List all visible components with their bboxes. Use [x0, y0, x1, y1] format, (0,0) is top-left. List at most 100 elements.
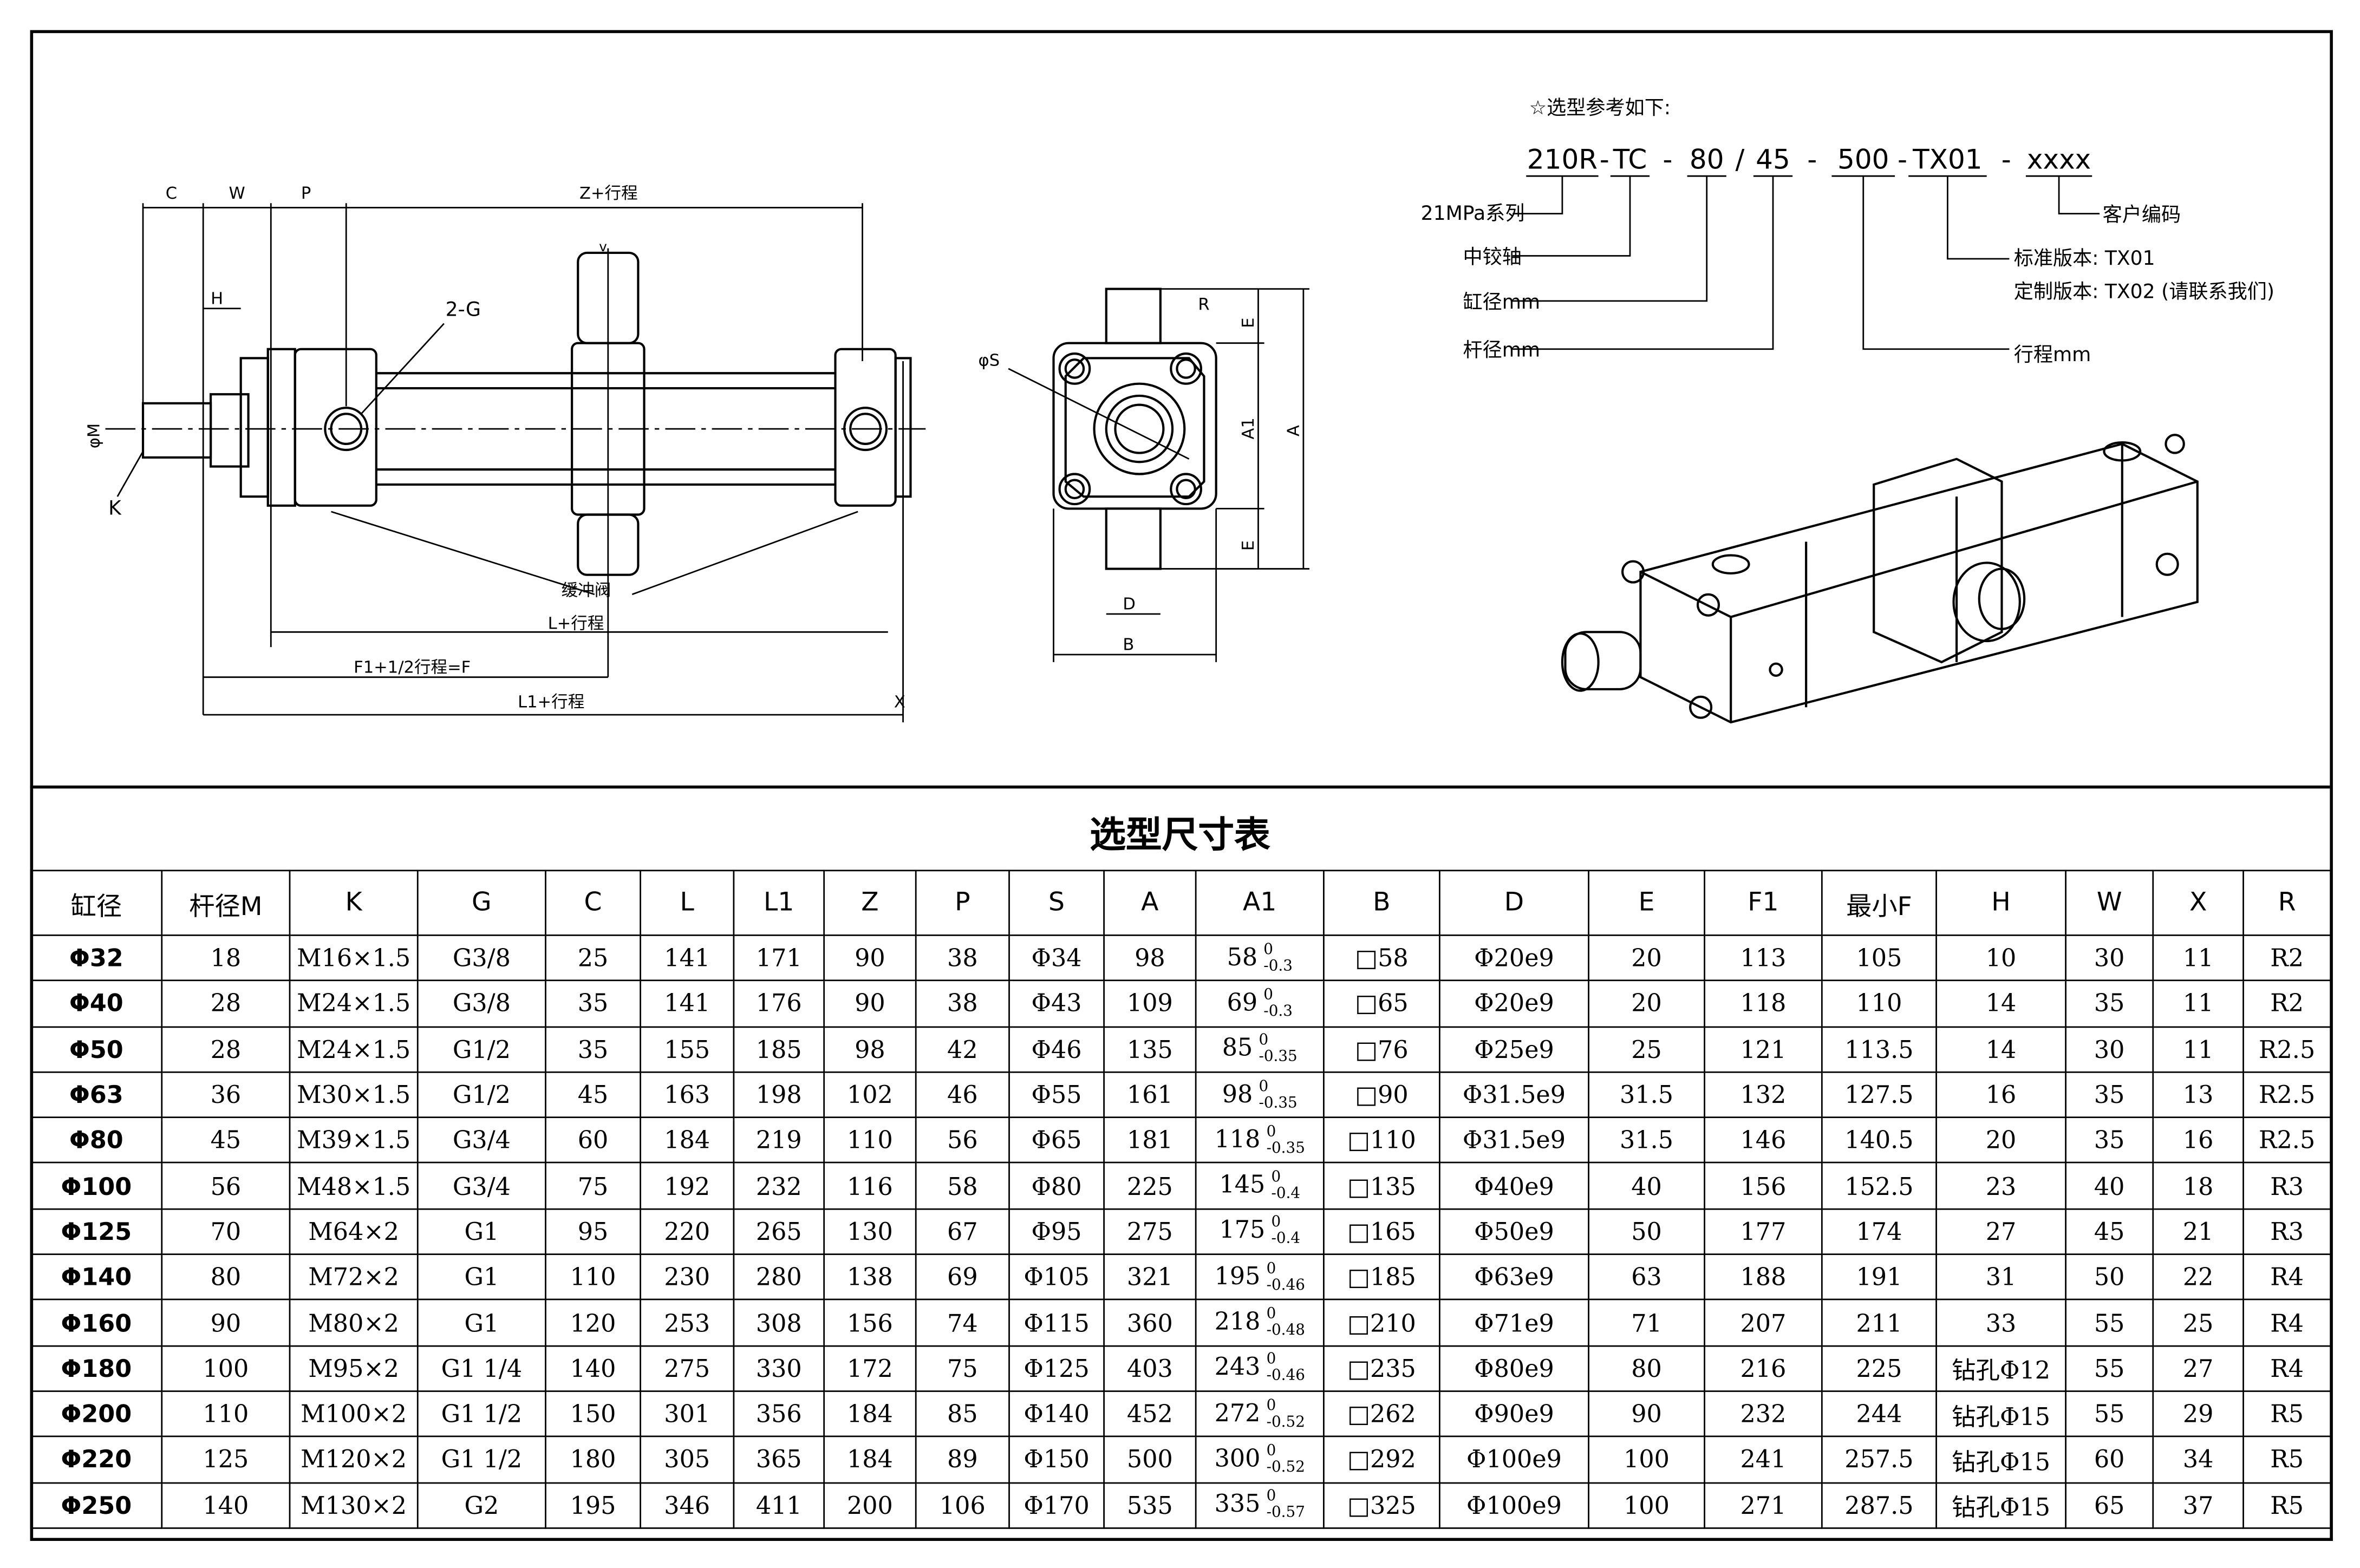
table-cell: G1 1/2 — [416, 1436, 546, 1484]
table-title: 选型尺寸表 — [30, 785, 2330, 873]
a1-lower-tolerance: -0.46 — [1266, 1277, 1305, 1294]
table-cell: M30×1.5 — [289, 1071, 419, 1119]
table-cell: 55 — [2065, 1299, 2154, 1347]
code-bore: 80 — [1690, 143, 1724, 175]
table-cell: □262 — [1323, 1390, 1440, 1438]
table-cell: Φ71e9 — [1439, 1299, 1589, 1347]
table-cell: 150 — [545, 1390, 641, 1438]
table-cell: Φ63e9 — [1439, 1253, 1589, 1301]
column-header: S — [1008, 870, 1105, 936]
table-cell: 35 — [2065, 980, 2154, 1028]
dim-W: W — [229, 184, 245, 203]
table-cell: 11 — [2152, 980, 2244, 1028]
table-cell: 257.5 — [1821, 1436, 1937, 1484]
a1-upper-tolerance: 0 — [1266, 1443, 1276, 1460]
table-cell: M120×2 — [289, 1436, 419, 1484]
table-cell: 63 — [1588, 1253, 1705, 1301]
table-cell: 25 — [1588, 1025, 1705, 1073]
table-cell: G3/4 — [416, 1116, 546, 1164]
table-cell: □292 — [1323, 1436, 1440, 1484]
column-header: X — [2152, 870, 2244, 936]
table-cell: Φ220 — [30, 1436, 163, 1484]
table-cell: 232 — [733, 1162, 825, 1210]
code-version: TX01 — [1912, 143, 1982, 175]
table-cell: M100×2 — [289, 1390, 419, 1438]
table-cell: R2.5 — [2242, 1116, 2332, 1164]
code-slash: / — [1735, 143, 1744, 175]
table-cell: G1 1/4 — [416, 1344, 546, 1392]
table-cell: 113.5 — [1821, 1025, 1937, 1073]
column-header: E — [1588, 870, 1705, 936]
table-cell: M24×1.5 — [289, 980, 419, 1028]
column-header: 缸径 — [30, 870, 163, 936]
a1-tolerance: 0-0.46 — [1267, 1352, 1305, 1385]
table-cell: Φ100 — [30, 1162, 163, 1210]
a1-tolerance: 0-0.46 — [1267, 1260, 1305, 1293]
table-cell: M95×2 — [289, 1344, 419, 1392]
dim-A: A — [1285, 425, 1303, 436]
a1-upper-tolerance: 0 — [1271, 1169, 1281, 1186]
table-cell: 38 — [915, 934, 1010, 982]
table-cell: 65 — [2065, 1481, 2154, 1529]
table-cell: 71 — [1588, 1299, 1705, 1347]
table-cell: 55 — [2065, 1390, 2154, 1438]
table-cell: M16×1.5 — [289, 934, 419, 982]
table-cell: Φ34 — [1008, 934, 1105, 982]
table-cell: 35 — [545, 1025, 641, 1073]
a1-tolerance: 0-0.35 — [1259, 1078, 1297, 1111]
table-cell: 60 — [545, 1116, 641, 1164]
a1-value: 58 — [1227, 942, 1258, 971]
a1-value: 272 — [1214, 1398, 1261, 1427]
table-cell: Φ160 — [30, 1299, 163, 1347]
guide-leaders — [1513, 175, 2100, 350]
label-bore: 缸径mm — [1463, 290, 1540, 313]
table-cell: 100 — [161, 1344, 291, 1392]
table-cell: Φ200 — [30, 1390, 163, 1438]
table-cell: 23 — [1935, 1162, 2066, 1210]
a1-tolerance: 0-0.4 — [1271, 1215, 1300, 1248]
table-cell: R2.5 — [2242, 1025, 2332, 1073]
label-customer: 客户编码 — [2103, 203, 2181, 226]
table-cell: 411 — [733, 1481, 825, 1529]
dim-K: K — [108, 496, 122, 520]
table-cell: 132 — [1704, 1071, 1823, 1119]
table-cell: 305 — [640, 1436, 735, 1484]
front-head — [294, 348, 377, 507]
table-cell: 230 — [640, 1253, 735, 1301]
table-cell: 13 — [2152, 1071, 2244, 1119]
table-cell: G3/4 — [416, 1162, 546, 1210]
table-cell: G1/2 — [416, 1071, 546, 1119]
table-cell: 67 — [915, 1208, 1010, 1256]
table-cell: □58 — [1323, 934, 1440, 982]
column-header: D — [1439, 870, 1589, 936]
table-cell: 30 — [2065, 934, 2154, 982]
table-cell: 31 — [1935, 1253, 2066, 1301]
column-header: F1 — [1704, 870, 1823, 936]
a1-lower-tolerance: -0.35 — [1259, 1049, 1298, 1066]
table-cell: M72×2 — [289, 1253, 419, 1301]
a1-lower-tolerance: -0.3 — [1263, 1003, 1293, 1021]
dim-A1: A1 — [1239, 417, 1258, 439]
a1-upper-tolerance: 0 — [1259, 1033, 1269, 1049]
table-cell: Φ100e9 — [1439, 1436, 1589, 1484]
end-view — [1008, 288, 1309, 662]
a1-lower-tolerance: -0.35 — [1266, 1140, 1305, 1157]
a1-tolerance: 0-0.57 — [1267, 1488, 1305, 1521]
table-cell: 253 — [640, 1299, 735, 1347]
table-cell: □185 — [1323, 1253, 1440, 1301]
a1-value: 85 — [1222, 1033, 1253, 1062]
table-cell: Φ31.5e9 — [1439, 1071, 1589, 1119]
table-cell: 45 — [2065, 1208, 2154, 1256]
table-cell: 20 — [1588, 980, 1705, 1028]
table-cell: 125 — [161, 1436, 291, 1484]
table-cell: 140.5 — [1821, 1116, 1937, 1164]
table-cell: 70 — [161, 1208, 291, 1256]
guide-title: ☆选型参考如下: — [1529, 96, 1671, 119]
